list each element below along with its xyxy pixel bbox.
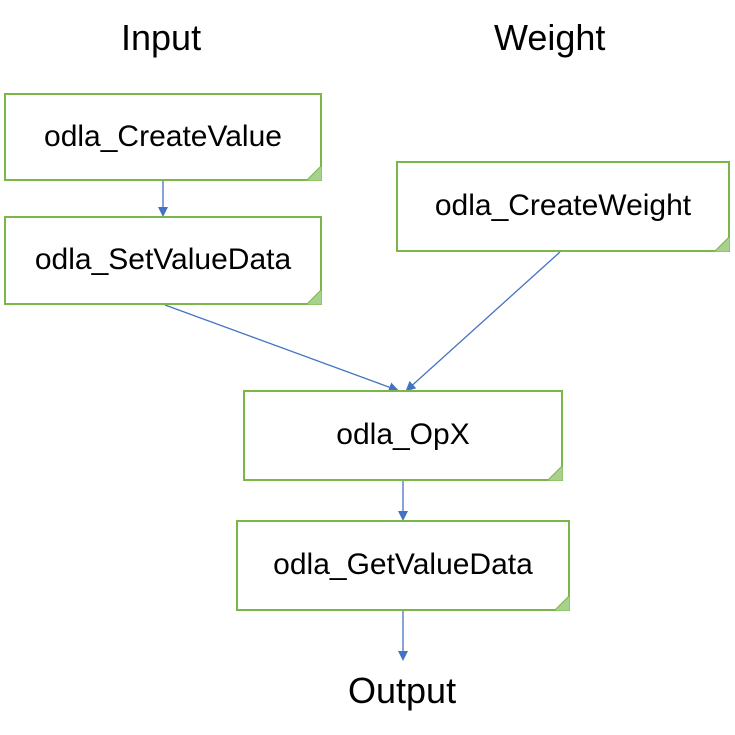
node-create-weight-label: odla_CreateWeight [434,189,692,223]
node-set-value-data: odla_SetValueData [4,216,322,305]
node-get-value-data: odla_GetValueData [236,520,570,611]
node-create-value-label: odla_CreateValue [44,119,282,153]
page-fold-icon [547,465,563,481]
node-get-value-data-label: odla_GetValueData [273,548,533,582]
node-set-value-data-label: odla_SetValueData [34,243,292,277]
page-fold-icon [306,165,322,181]
node-create-value: odla_CreateValue [4,93,322,181]
node-op-x: odla_OpX [243,390,563,481]
arrow-setvaluedata-to-opx [164,304,399,392]
page-fold-icon [306,289,322,305]
page-fold-icon [554,595,570,611]
node-create-weight: odla_CreateWeight [396,161,730,252]
page-fold-icon [714,236,730,252]
node-op-x-label: odla_OpX [336,418,470,452]
output-heading: Output [348,670,457,711]
input-heading: Input [121,17,202,58]
weight-heading: Weight [494,17,606,58]
arrow-createweight-to-opx [405,251,561,392]
